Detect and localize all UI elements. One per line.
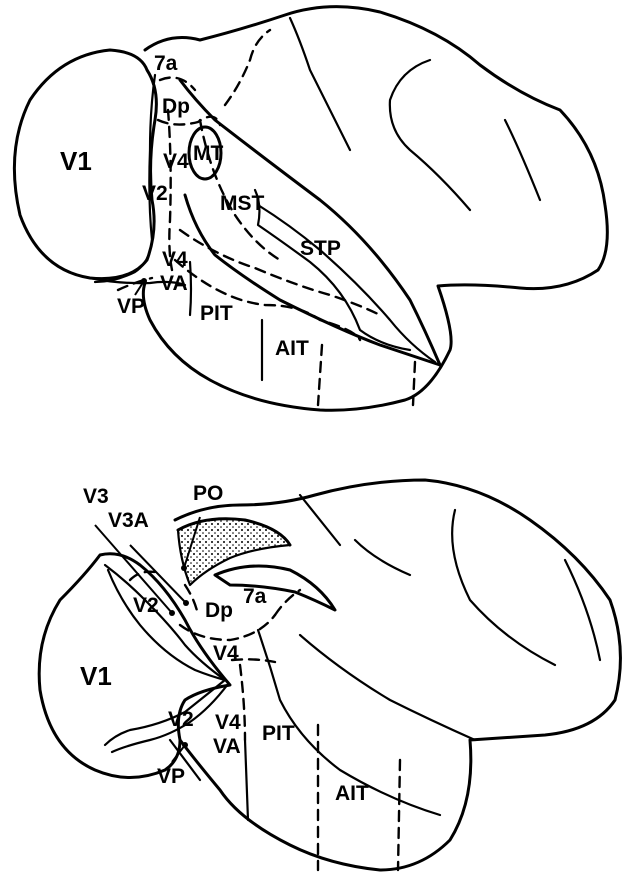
top-brain-outline bbox=[143, 7, 607, 411]
top-label-ait: AIT bbox=[275, 337, 309, 360]
bottom-gyrus-1 bbox=[300, 495, 340, 545]
top-label-pit: PIT bbox=[200, 302, 233, 325]
bottom-border-v3 bbox=[185, 585, 198, 615]
top-label-v4-upper: V4 bbox=[163, 150, 189, 173]
top-border-ait bbox=[318, 345, 322, 405]
top-border-v4-v2 bbox=[168, 110, 172, 270]
bottom-label-pit: PIT bbox=[262, 722, 295, 745]
top-label-v2: V2 bbox=[142, 182, 168, 205]
bottom-border-v4-pit bbox=[240, 665, 245, 740]
top-label-7a: 7a bbox=[154, 52, 178, 75]
bottom-gyrus-3 bbox=[452, 510, 555, 665]
bottom-gyrus-2 bbox=[355, 540, 410, 575]
bottom-label-v1: V1 bbox=[80, 661, 112, 691]
bottom-label-v2-lower: V2 bbox=[168, 708, 194, 731]
bottom-label-va: VA bbox=[213, 735, 241, 758]
bottom-sts-lower bbox=[300, 635, 475, 740]
top-label-mt: MT bbox=[193, 142, 223, 165]
bottom-v3-dot bbox=[169, 610, 175, 616]
top-brain-diagram: V1 7a Dp V4 V2 MT MST STP V4 VA VP PIT A… bbox=[14, 7, 607, 411]
bottom-label-7a: 7a bbox=[243, 585, 267, 608]
bottom-border-ait-far bbox=[398, 760, 400, 870]
bottom-label-v3: V3 bbox=[83, 485, 109, 508]
top-border-arc bbox=[225, 30, 270, 105]
top-label-mst: MST bbox=[220, 192, 265, 215]
top-label-v1: V1 bbox=[60, 146, 92, 176]
bottom-label-v2-upper: V2 bbox=[133, 594, 159, 617]
top-label-dp: Dp bbox=[162, 95, 190, 118]
bottom-label-vp: VP bbox=[157, 765, 185, 788]
top-lunate-lip bbox=[95, 75, 155, 282]
top-sts-lower-lip bbox=[185, 195, 440, 365]
top-gyrus-2 bbox=[390, 60, 470, 210]
top-label-stp: STP bbox=[300, 237, 341, 260]
top-border-va-pit bbox=[190, 262, 191, 315]
bottom-v3a-dot bbox=[183, 600, 189, 606]
bottom-label-v4-lower: V4 bbox=[215, 711, 241, 734]
bottom-label-dp: Dp bbox=[205, 599, 233, 622]
top-gyrus-3 bbox=[505, 120, 540, 200]
bottom-label-v3a: V3A bbox=[108, 509, 149, 532]
bottom-label-ait: AIT bbox=[335, 782, 369, 805]
bottom-v2-flap-inner bbox=[108, 570, 225, 680]
bottom-gyrus-4 bbox=[565, 560, 600, 660]
top-border-dp bbox=[160, 78, 195, 90]
top-label-va: VA bbox=[160, 272, 188, 295]
bottom-label-v4-upper: V4 bbox=[213, 642, 239, 665]
bottom-brain-diagram: V3 V3A PO V2 Dp 7a V4 V1 V2 V4 VA PIT AI… bbox=[39, 480, 620, 870]
top-label-vp: VP bbox=[117, 295, 145, 318]
top-label-v4-lower: V4 bbox=[162, 248, 188, 271]
top-border-pit-inner bbox=[175, 260, 360, 340]
bottom-ips-slit bbox=[215, 566, 335, 610]
bottom-border-va-pit bbox=[245, 740, 248, 820]
bottom-label-po: PO bbox=[193, 482, 223, 505]
top-gyrus-1 bbox=[290, 18, 350, 150]
top-border-ait-far bbox=[413, 362, 415, 405]
bottom-po-dot bbox=[181, 565, 187, 571]
